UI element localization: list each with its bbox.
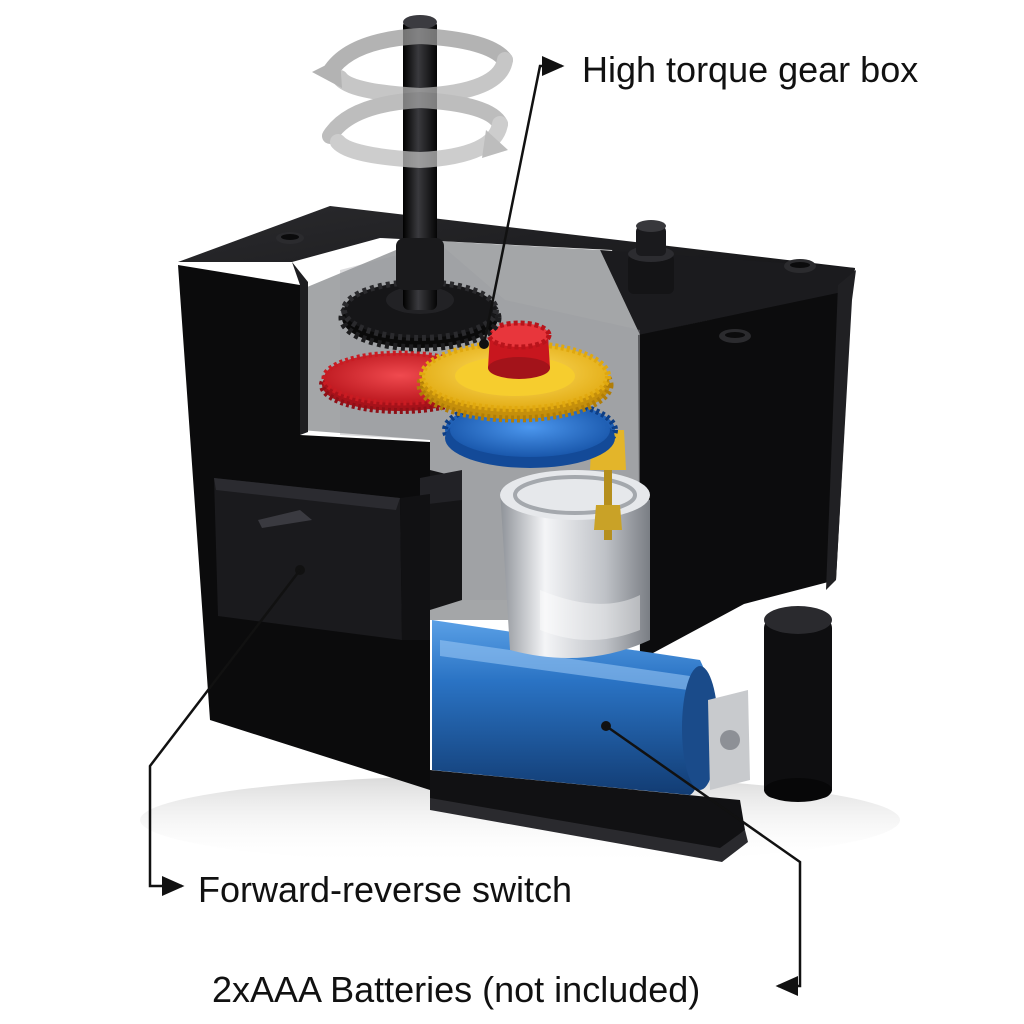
output-shaft-top: [403, 15, 437, 29]
motor-pinion-gear-lower: [594, 505, 622, 530]
batteries-callout-label: 2xAAA Batteries (not included): [212, 969, 701, 1010]
gearbox-callout-line: [482, 56, 565, 345]
top-screw-left: [276, 232, 304, 244]
output-shaft-collar: [396, 238, 444, 290]
motor-cradle-upper: [420, 470, 462, 505]
terminal-knob: [628, 220, 674, 294]
battery-contact-rivet: [720, 730, 740, 750]
housing-right-edge: [826, 270, 856, 590]
motor-cradle: [430, 470, 462, 610]
housing-right-block: [638, 290, 852, 660]
red-gear-small: [486, 320, 552, 379]
housing-front-left-edge: [292, 262, 308, 435]
battery-highlight: [440, 640, 690, 690]
housing-base: [430, 770, 745, 850]
forward-reverse-switch: [214, 478, 402, 640]
batteries-callout-line: [605, 724, 802, 996]
dc-motor-top-ring: [513, 475, 637, 515]
gearbox-callout-label: High torque gear box: [582, 49, 919, 90]
dc-motor-reflection: [540, 590, 640, 640]
top-screw-front: [719, 329, 751, 343]
motor-pinion-shaft: [604, 450, 612, 540]
switch-callout-line: [148, 569, 301, 896]
housing-base-edge: [430, 798, 748, 862]
switch-callout-label: Forward-reverse switch: [198, 869, 573, 910]
switch-side-panel: [400, 494, 430, 640]
top-screw-right: [784, 259, 816, 273]
rotation-arrows-icon: [312, 27, 513, 169]
battery-end-cap: [682, 666, 718, 790]
side-cylinder: [764, 606, 832, 802]
